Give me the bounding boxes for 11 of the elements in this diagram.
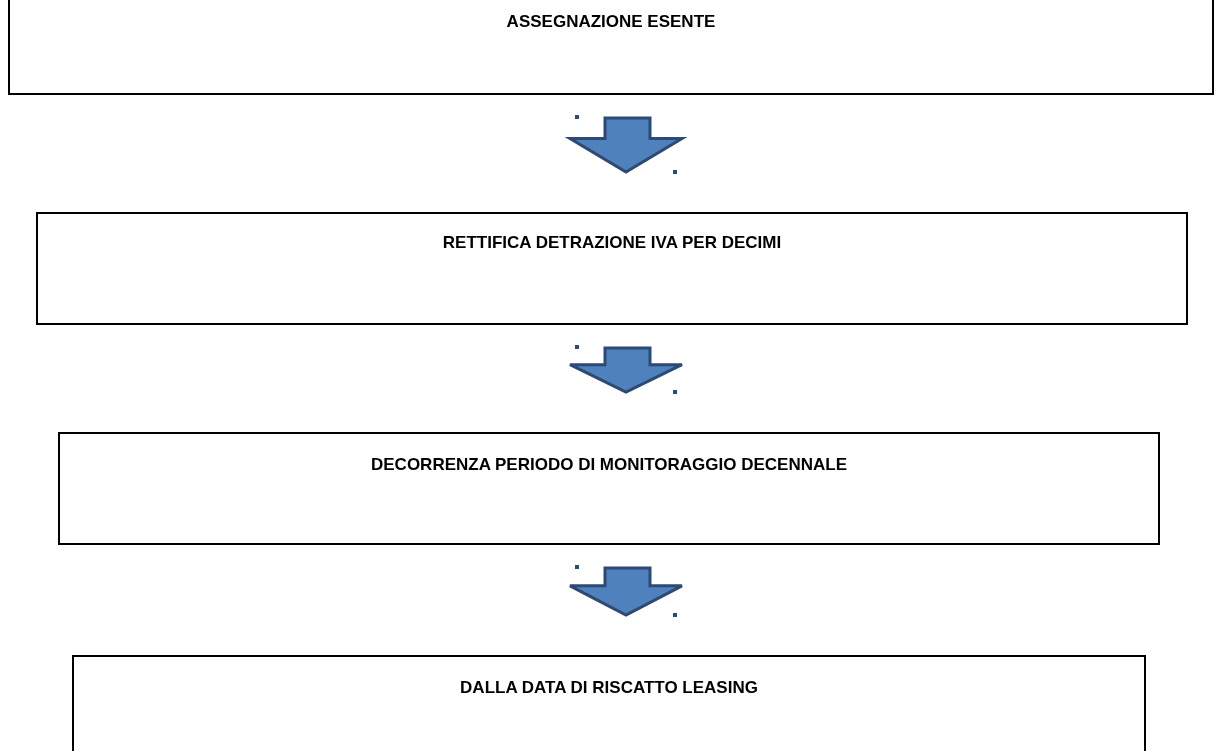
process-box bbox=[58, 432, 1160, 545]
box-text: DECORRENZA PERIODO DI MONITORAGGIO DECENNALE bbox=[371, 455, 847, 475]
block-arrow bbox=[568, 566, 684, 617]
box-text: ASSEGNAZIONE ESENTE bbox=[506, 12, 716, 32]
box-text: RETTIFICA DETRAZIONE IVA PER DECIMI bbox=[442, 233, 782, 253]
box-text: DALLA DATA DI RISCATTO LEASING bbox=[460, 678, 758, 698]
process-box bbox=[36, 212, 1188, 325]
process-box bbox=[72, 655, 1146, 751]
block-arrow bbox=[568, 346, 684, 394]
block-arrow bbox=[564, 116, 688, 174]
process-box bbox=[8, 0, 1214, 95]
